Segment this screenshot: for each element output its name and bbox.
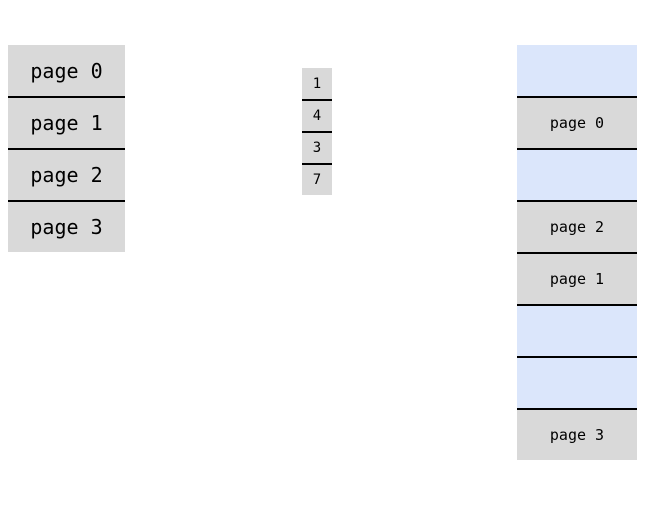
page-table-entry-0: 1 — [302, 68, 332, 99]
logical-page-2: page 2 — [8, 148, 125, 200]
frame-3: page 2 — [517, 200, 637, 252]
frame-1: page 0 — [517, 96, 637, 148]
frame-5 — [517, 304, 637, 356]
physical-memory: page 0 page 2 page 1 page 3 — [517, 45, 637, 460]
page-table: 1 4 3 7 — [302, 68, 332, 195]
frame-4: page 1 — [517, 252, 637, 304]
frame-6 — [517, 356, 637, 408]
page-table-entry-2: 3 — [302, 131, 332, 163]
logical-page-0: page 0 — [8, 45, 125, 96]
logical-page-3: page 3 — [8, 200, 125, 252]
frame-0 — [517, 45, 637, 96]
frame-7: page 3 — [517, 408, 637, 460]
page-table-entry-1: 4 — [302, 99, 332, 131]
logical-memory: page 0 page 1 page 2 page 3 — [8, 45, 125, 252]
logical-page-1: page 1 — [8, 96, 125, 148]
page-table-entry-3: 7 — [302, 163, 332, 195]
frame-2 — [517, 148, 637, 200]
